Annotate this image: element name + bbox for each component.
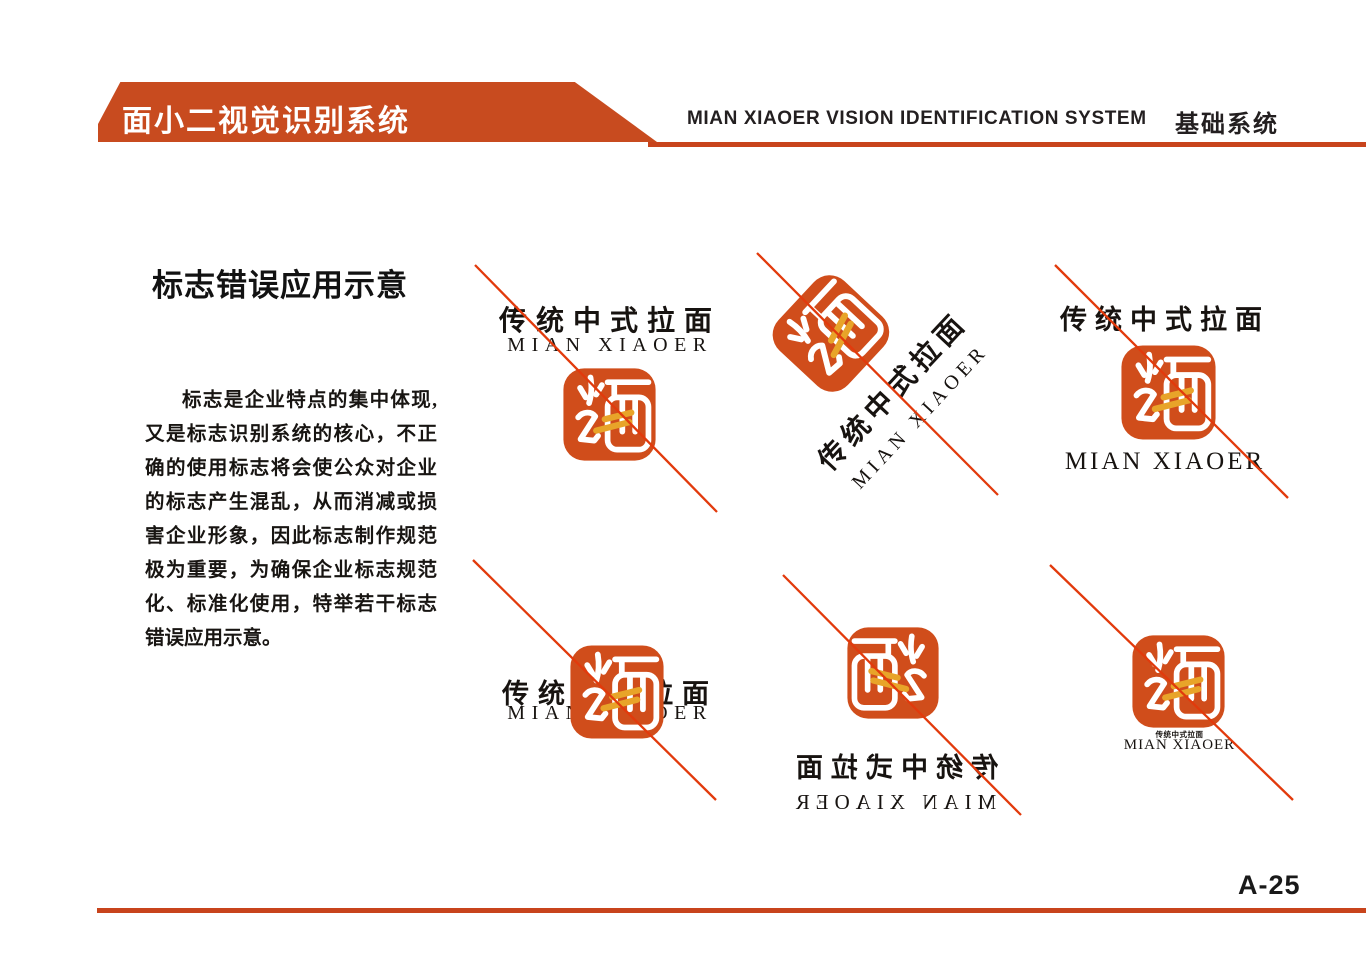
logo-wordmark-en: MIAN XIAOER bbox=[1123, 737, 1236, 753]
header-title-en: MIAN XIAOER VISION IDENTIFICATION SYSTEM bbox=[687, 108, 1147, 129]
mianxiaoer-seal-logo bbox=[846, 626, 940, 720]
footer-rule bbox=[97, 908, 1366, 913]
header-title-zh: 面小二视觉识别系统 bbox=[122, 105, 410, 138]
logo-wordmark-en: MIAN XIAOER bbox=[507, 334, 713, 356]
intro-paragraph: 标志是企业特点的集中体现,又是标志识别系统的核心，不正确的使用标志将会使公众对企… bbox=[145, 390, 437, 649]
header-rule bbox=[648, 142, 1366, 147]
page-title: 标志错误应用示意 bbox=[152, 268, 408, 303]
mianxiaoer-seal-logo bbox=[569, 644, 665, 740]
logo-tagline-zh: 传统中式拉面 bbox=[1060, 305, 1270, 335]
mianxiaoer-seal-logo bbox=[1120, 344, 1217, 441]
logo-tagline-zh: 传统中式拉面 bbox=[788, 753, 998, 783]
mianxiaoer-seal-logo bbox=[562, 367, 657, 462]
logo-wordmark-en: MIAN XIAOER bbox=[1064, 448, 1266, 475]
header-banner: 面小二视觉识别系统 bbox=[98, 82, 657, 142]
logo-misuse-mirrored: 传统中式拉面 MIAN XIAOER bbox=[763, 626, 1023, 815]
mianxiaoer-seal-logo bbox=[1131, 634, 1226, 729]
logo-misuse-rotated: 传统中式拉面 MIAN XIAOER bbox=[713, 212, 1011, 512]
header-section-label: 基础系统 bbox=[1175, 111, 1279, 138]
page-number: A-25 bbox=[1238, 870, 1301, 900]
logo-tagline-zh: 传统中式拉面 bbox=[498, 306, 721, 337]
logo-wordmark-en: MIAN XIAOER bbox=[789, 790, 997, 814]
